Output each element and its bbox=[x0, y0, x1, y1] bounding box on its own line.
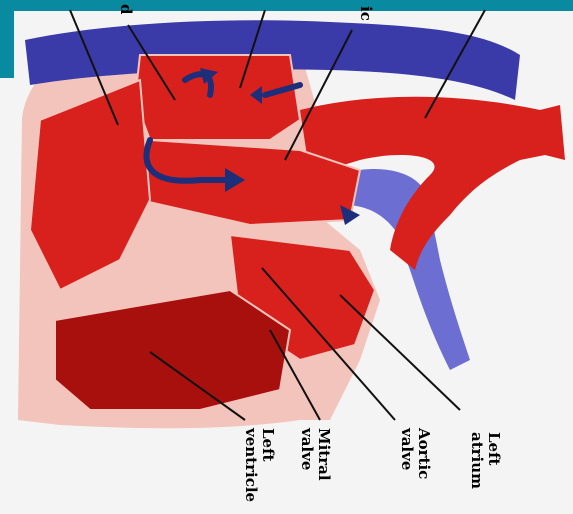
upper-chamber bbox=[135, 55, 300, 140]
label-top-partial-1: d bbox=[117, 4, 134, 15]
label-top-partial-2: ic bbox=[357, 6, 374, 21]
